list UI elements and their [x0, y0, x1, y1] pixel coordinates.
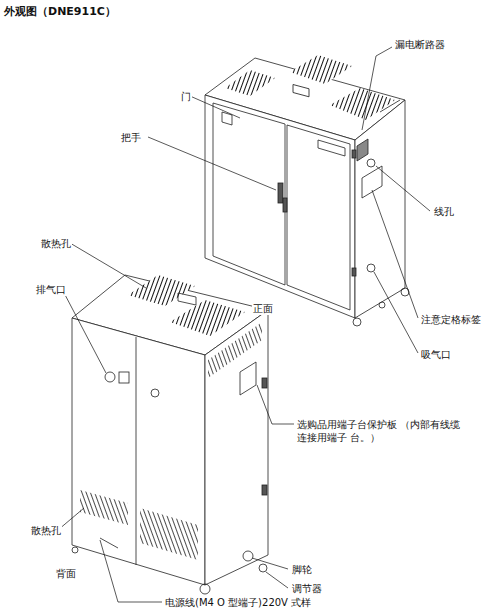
part-label: 漏电断路器 — [394, 38, 446, 51]
part-label: 脚轮 — [291, 563, 313, 576]
diagram-title: 外观图（DNE911C） — [4, 4, 116, 19]
part-label: 排气口 — [35, 283, 67, 296]
part-label: 选购品用端子台保护板 （内部有线缆连接用端子 台。） — [296, 418, 466, 444]
front-cabinet — [205, 55, 409, 326]
view-label: 正面 — [252, 302, 274, 315]
part-label: 调节器 — [291, 582, 323, 595]
back-cabinet — [72, 275, 268, 594]
part-label: 注意定格标签 — [420, 313, 482, 326]
leader-lines — [58, 47, 430, 602]
part-label: 电源线(M4 O 型端子)220V 式样 — [164, 596, 312, 609]
part-label: 散热孔 — [30, 524, 62, 537]
part-label: 散热孔 — [40, 237, 72, 250]
part-label: 吸气口 — [420, 348, 452, 361]
part-label: 门 — [180, 90, 192, 103]
part-label: 线孔 — [433, 205, 455, 218]
view-label: 背面 — [55, 567, 77, 580]
part-label: 把手 — [120, 131, 142, 144]
